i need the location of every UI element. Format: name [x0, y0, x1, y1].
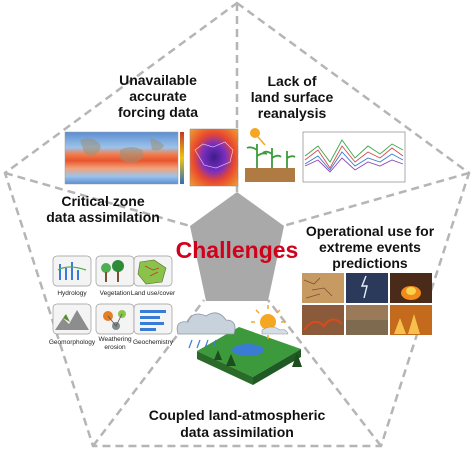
fire-forest-photo: [390, 305, 432, 335]
reanalysis-title-1: Lack of: [267, 73, 316, 89]
geomorphology-label: Geomorphology: [49, 339, 96, 346]
wildfire-photo: [390, 273, 432, 303]
flooded-forest-photo: [302, 305, 344, 335]
operational-title-3: predictions: [332, 255, 408, 271]
global-forcing-map-image: [64, 131, 184, 185]
sun-icon: [260, 314, 276, 330]
vegetation-label: Vegetation: [100, 290, 131, 297]
land-surface-illustration: [245, 128, 296, 182]
spoke-right: [282, 171, 470, 228]
spoke-left: [4, 171, 191, 228]
operational-title-2: extreme events: [319, 239, 421, 255]
spoke-bottom-right: [267, 299, 382, 447]
rain-icon: [188, 339, 217, 349]
critical-zone-title-2: data assimilation: [46, 209, 160, 225]
outer-pentagon: [3, 1, 471, 448]
operational-title-1: Operational use for: [306, 223, 435, 239]
drought-photo: [302, 273, 344, 303]
geochemistry-label: Geochemistry: [133, 339, 174, 346]
land-atmosphere-illustration: [176, 305, 302, 385]
flood-photo: [346, 305, 388, 335]
weathering-label: Weathering: [98, 336, 132, 343]
sun-icon: [250, 128, 260, 138]
coupled-title-1: Coupled land-atmospheric: [149, 407, 326, 423]
tree-icon: [214, 350, 302, 367]
critical-zone-title-1: Critical zone: [61, 193, 144, 209]
forcing-title-1: Unavailable: [119, 72, 197, 88]
erosion-label: erosion: [104, 344, 126, 351]
reanalysis-title-2: land surface: [251, 89, 334, 105]
regional-forcing-map-image: [189, 128, 239, 187]
spoke-bottom-left: [92, 299, 205, 447]
center-title: Challenges: [176, 237, 299, 263]
land-use-cover-label: Land use/cover: [131, 290, 176, 297]
forcing-title-2: accurate: [129, 88, 187, 104]
hydrology-label: Hydrology: [57, 290, 87, 297]
hydrology-icon: [52, 255, 92, 287]
coupled-title-2: data assimilation: [180, 424, 294, 440]
geomorphology-icon: [52, 303, 92, 335]
vegetation-icon: [95, 255, 135, 287]
extreme-events-photo-grid: [302, 273, 432, 335]
weathering-erosion-icon: [95, 303, 135, 335]
reanalysis-title-3: reanalysis: [258, 105, 327, 121]
forcing-title-3: forcing data: [118, 104, 198, 120]
reanalysis-line-plot: [302, 131, 406, 183]
center-pentagon: [190, 192, 284, 301]
lightning-photo: [346, 273, 388, 303]
critical-zone-icon-grid: Hydrology Vegetation Land use/cover Geom…: [49, 255, 176, 351]
land-use-cover-icon: [133, 255, 173, 287]
geochemistry-icon: [133, 303, 173, 335]
